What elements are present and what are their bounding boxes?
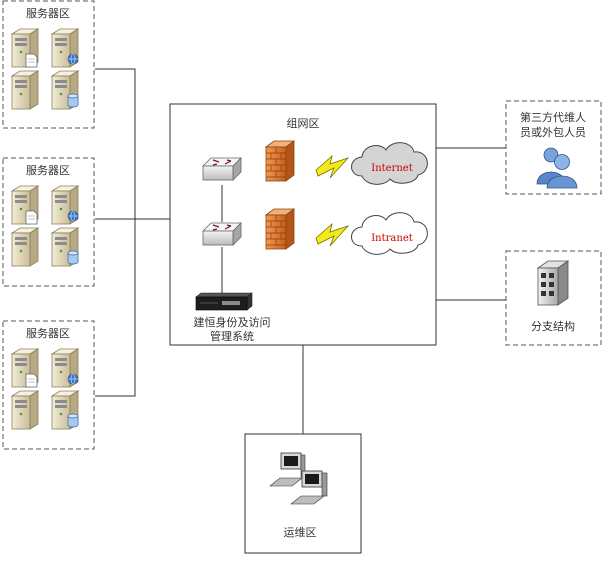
auth-appliance-icon — [195, 292, 253, 311]
ops-zone: 运维区 — [244, 433, 362, 554]
third-party-label-line2: 员或外包人员 — [520, 126, 586, 139]
server-zone-3: 服务器区 — [2, 320, 95, 450]
auth-system-label-line1: 建恒身份及访问 — [194, 315, 271, 329]
workstations-icon — [269, 452, 328, 505]
connection-lines — [95, 68, 506, 434]
intranet-label: Intranet — [371, 233, 413, 244]
auth-system-label-line2: 管理系统 — [210, 329, 254, 343]
intranet-switch-icon — [202, 222, 242, 246]
internet-cloud-icon — [351, 142, 428, 185]
server-zone-2: 服务器区 — [2, 157, 95, 287]
ops-zone-label: 运维区 — [284, 526, 317, 539]
core-switch-icon — [202, 157, 242, 181]
server-zone-1-label: 服务器区 — [26, 7, 70, 20]
intranet-cloud-icon — [351, 212, 428, 255]
intranet-firewall-icon — [265, 208, 295, 250]
internet-firewall-icon — [265, 140, 295, 182]
server-icons — [12, 349, 78, 429]
server-zone-2-label: 服务器区 — [26, 164, 70, 177]
building-icon — [536, 260, 570, 306]
branch-label: 分支结构 — [531, 319, 575, 333]
server-icons — [12, 186, 78, 266]
internet-label: Internet — [371, 163, 412, 174]
server-icons — [12, 29, 78, 109]
internet-link-icon — [315, 155, 349, 179]
server-zone-3-label: 服务器区 — [26, 327, 70, 340]
branch-zone: 分支结构 — [505, 250, 602, 346]
people-icon — [536, 147, 578, 189]
intranet-link-icon — [315, 223, 349, 247]
server-zone-1: 服务器区 — [2, 0, 95, 129]
network-zone: 组网区 Internet Intranet 建恒身份及访问 管理系统 — [169, 103, 437, 346]
network-zone-label: 组网区 — [287, 116, 320, 130]
third-party-zone: 第三方代维人 员或外包人员 — [505, 100, 602, 195]
third-party-label-line1: 第三方代维人 — [520, 110, 586, 124]
